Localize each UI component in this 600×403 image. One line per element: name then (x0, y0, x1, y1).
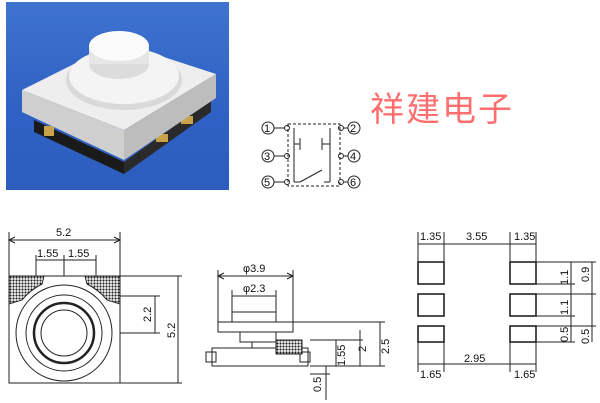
height-2-label: 2 (357, 346, 369, 352)
side-view-drawing (205, 270, 385, 400)
pad-right-outer-2-label: 0.5 (580, 329, 592, 344)
pin-1-label: 1 (264, 123, 270, 135)
pin-6-label: 6 (350, 177, 356, 189)
pad-right-inner-1-label: 1.1 (559, 270, 571, 285)
pad-top-left-label: 1.35 (420, 231, 441, 243)
pad-right-inner-3-label: 0.5 (559, 327, 571, 342)
brand-watermark: 祥建电子 (370, 90, 514, 130)
top-view-drawing (7, 232, 182, 384)
pad-bottom-right-label: 1.65 (514, 369, 535, 381)
pad-right-inner-2-label: 1.1 (559, 300, 571, 315)
cap-diameter-label: φ3.9 (243, 263, 265, 275)
base-height-label: 0.5 (312, 377, 324, 392)
stem-diameter-label: φ2.3 (243, 283, 265, 295)
top-pitch-left-label: 1.55 (37, 248, 58, 260)
top-pitch-right-label: 1.55 (68, 248, 89, 260)
pin-3-label: 3 (264, 151, 270, 163)
pin-4-label: 4 (350, 151, 356, 163)
pad-top-middle-label: 3.55 (466, 231, 487, 243)
pad-bottom-left-label: 1.65 (420, 369, 441, 381)
pad-bottom-middle-label: 2.95 (464, 353, 485, 365)
pin-2-label: 2 (350, 123, 356, 135)
top-width-label: 5.2 (56, 227, 71, 239)
pin-5-label: 5 (264, 177, 270, 189)
top-inner-label: 2.2 (142, 307, 154, 322)
pad-layout-drawing (417, 232, 596, 372)
pad-top-right-label: 1.35 (514, 231, 535, 243)
top-height-label: 5.2 (166, 323, 178, 338)
switch-render (22, 31, 216, 174)
body-height-label: 1.55 (336, 345, 348, 366)
circuit-schematic (261, 121, 361, 189)
product-photo (6, 2, 229, 190)
pad-right-outer-1-label: 0.9 (580, 267, 592, 282)
height-3-label: 2.5 (380, 339, 392, 354)
